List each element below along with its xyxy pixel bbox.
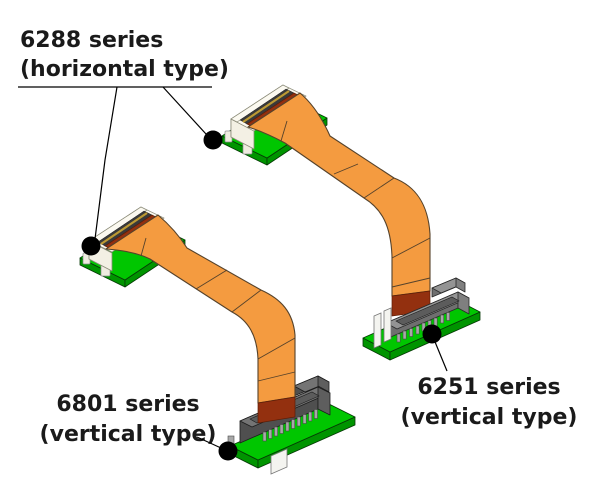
cable-band — [247, 92, 431, 297]
assembly-left — [79, 206, 356, 475]
pin-row — [262, 409, 318, 442]
leader-line — [94, 86, 118, 240]
contact-row — [242, 90, 290, 123]
cable-stiffener — [257, 396, 296, 424]
pin — [396, 333, 401, 343]
connector-6251 — [373, 277, 470, 349]
latch-end — [317, 375, 330, 393]
connector-actuator — [230, 84, 290, 123]
pin — [409, 328, 414, 337]
pin — [433, 317, 438, 327]
pin — [268, 429, 273, 439]
latch-end — [455, 277, 466, 293]
connector-deck — [395, 296, 460, 326]
pin — [296, 416, 301, 427]
ffc-cable-right — [247, 92, 431, 317]
cable-crease — [333, 163, 359, 175]
lock-latch — [373, 312, 382, 349]
pin — [291, 419, 296, 429]
cable-crease — [257, 337, 296, 360]
connector-end-face — [317, 386, 331, 416]
label-6251-line1: 6251 series — [417, 375, 560, 400]
pin — [279, 424, 284, 434]
cable-crease — [140, 237, 147, 257]
leader-line — [162, 86, 207, 135]
label-6288-line1: 6288 series — [20, 28, 163, 53]
cable-crease — [363, 177, 395, 199]
pin — [415, 325, 420, 335]
connector-6288-top — [224, 84, 307, 155]
callout-6801: 6801 series (vertical type) — [40, 392, 238, 461]
pin — [274, 426, 278, 437]
pin — [262, 431, 267, 442]
callout-dot — [203, 130, 223, 150]
callout-6288: 6288 series (horizontal type) — [18, 28, 229, 256]
callout-dot — [81, 236, 101, 256]
cable-crease — [391, 237, 431, 259]
pin — [302, 414, 307, 424]
pin — [313, 409, 318, 419]
cable-crease — [257, 371, 296, 382]
callout-dot — [218, 441, 238, 461]
pin — [402, 330, 407, 340]
cable-crease — [231, 289, 262, 313]
contact-row — [100, 212, 148, 245]
cable-crease — [280, 120, 288, 142]
cable-band — [105, 214, 296, 404]
cable-crease — [195, 269, 228, 290]
label-6251-line2: (vertical type) — [401, 405, 578, 430]
label-6801-line1: 6801 series — [56, 392, 199, 417]
pin — [440, 314, 445, 324]
pin — [446, 312, 451, 321]
callout-6251: 6251 series (vertical type) — [401, 324, 578, 430]
cable-crease — [391, 277, 431, 288]
connector-end-face — [457, 291, 470, 315]
callout-dot — [422, 324, 442, 344]
ffc-cable-left — [105, 214, 296, 424]
pin — [285, 421, 290, 432]
leader-line — [196, 436, 222, 449]
label-6288-line2: (horizontal type) — [20, 57, 229, 82]
label-6801-line2: (vertical type) — [40, 422, 217, 447]
pin — [308, 411, 313, 422]
solder-tab — [270, 448, 288, 475]
pin-row — [396, 312, 451, 343]
assembly-right — [221, 84, 481, 361]
lock-latch — [383, 307, 392, 343]
